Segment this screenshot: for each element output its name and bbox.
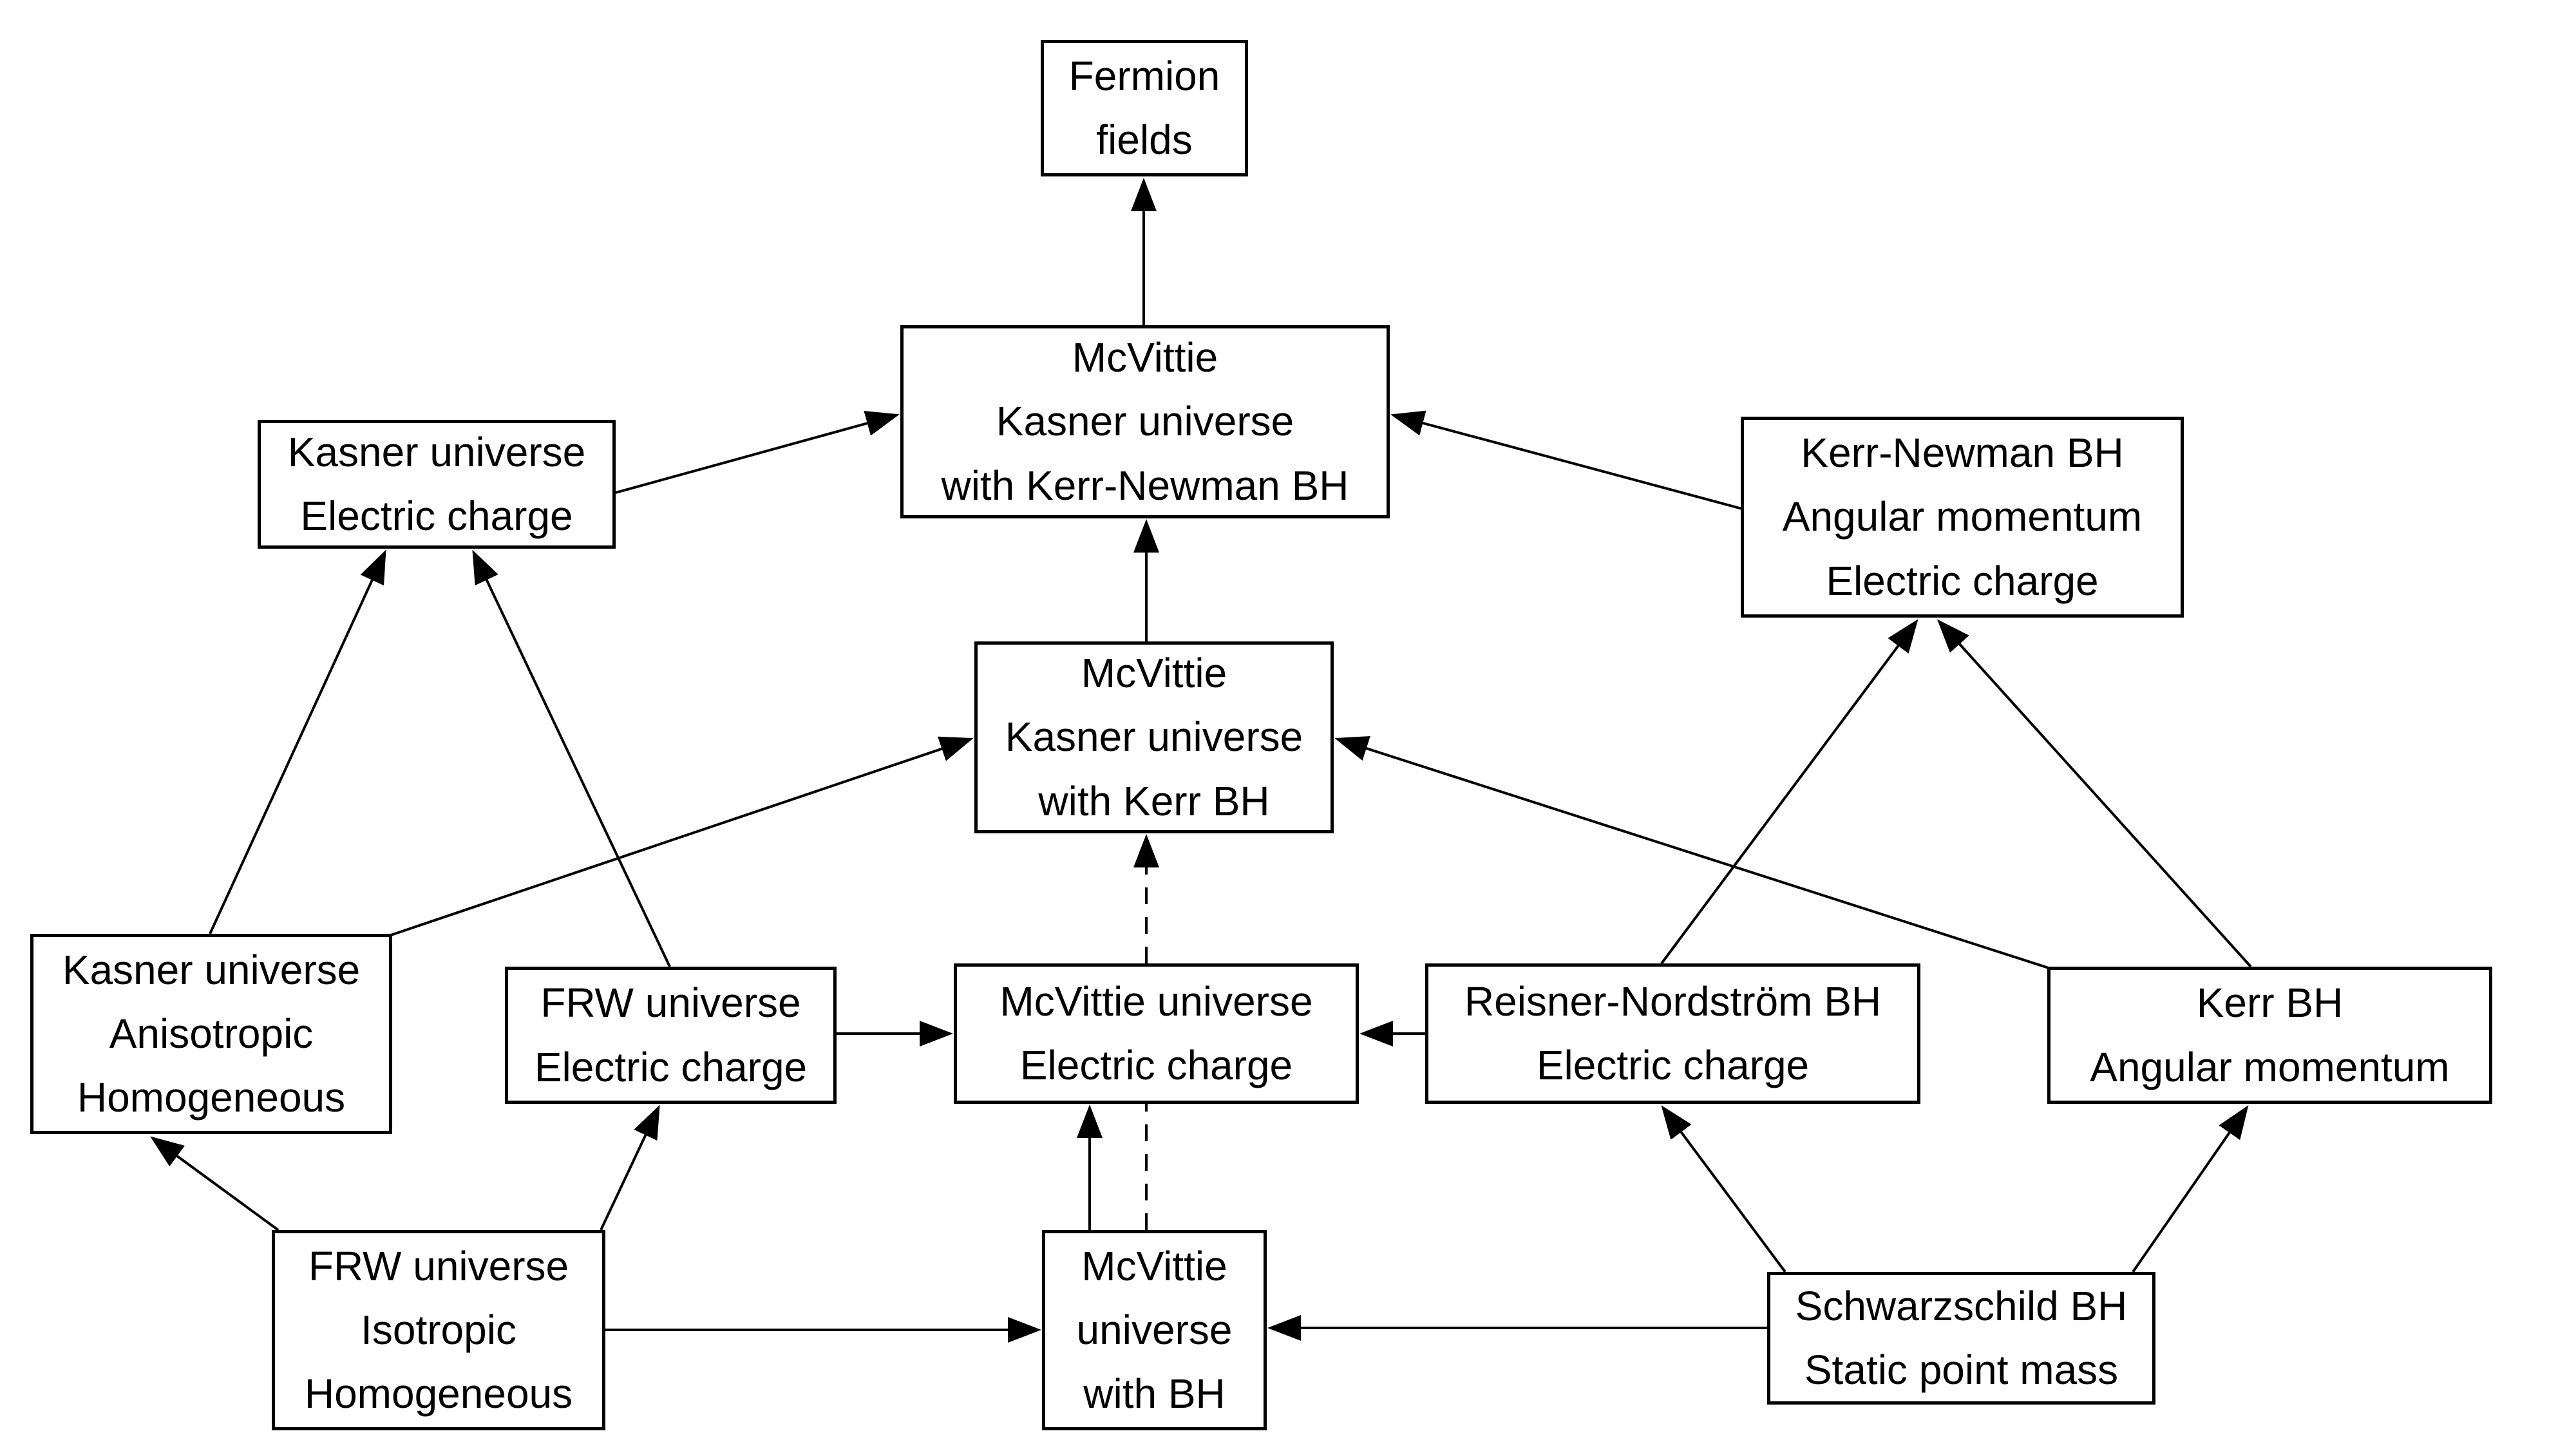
node-kerr-bh: Kerr BH Angular momentum <box>2047 967 2492 1104</box>
node-mcvittie-universe-electric-charge: McVittie universe Electric charge <box>954 963 1359 1104</box>
node-label-frw-electric: FRW universe Electric charge <box>534 980 808 1090</box>
node-label-mcvittie-electric: McVittie universe Electric charge <box>999 978 1313 1088</box>
node-kasner-universe-anisotropic-homogeneous: Kasner universe Anisotropic Homogeneous <box>30 934 392 1134</box>
edge-group <box>150 178 2252 1343</box>
node-label-reisner-nordstrom-bh: Reisner-Nordström BH Electric charge <box>1464 978 1882 1088</box>
edge-schwarzschild-bh-to-kerr-bh <box>2132 1105 2249 1273</box>
node-label-mcvittie-kasner-kerr-newman: McVittie Kasner universe with Kerr-Newma… <box>941 334 1349 509</box>
node-mcvittie-universe-with-bh: McVittie universe with BH <box>1042 1230 1267 1430</box>
edge-kasner-electric-to-mcvittie-kasner-kerr-newman <box>615 410 900 494</box>
node-label-frw-isotropic: FRW universe Isotropic Homogeneous <box>304 1242 573 1417</box>
node-label-kerr-newman-bh: Kerr-Newman BH Angular momentum Electric… <box>1782 430 2143 604</box>
node-mcvittie-kasner-universe-with-kerr-newman-bh: McVittie Kasner universe with Kerr-Newma… <box>900 325 1390 518</box>
edge-kasner-anisotropic-to-kasner-electric <box>209 549 386 934</box>
edge-kerr-bh-to-kerr-newman-bh <box>1937 619 2252 968</box>
edge-schwarzschild-bh-to-reisner-nordstrom-bh <box>1661 1105 1786 1273</box>
node-label-kerr-bh: Kerr BH Angular momentum <box>2090 980 2450 1090</box>
edge-reisner-nordstrom-bh-to-kerr-newman-bh <box>1660 619 1918 965</box>
node-label-mcvittie-kasner-kerr: McVittie Kasner universe with Kerr BH <box>1005 650 1303 824</box>
node-label-kasner-electric: Kasner universe Electric charge <box>287 428 586 539</box>
node-fermion-fields: Fermion fields <box>1041 40 1248 176</box>
node-frw-universe-isotropic-homogeneous: FRW universe Isotropic Homogeneous <box>272 1230 605 1430</box>
node-reisner-nordstrom-bh: Reisner-Nordström BH Electric charge <box>1425 963 1920 1104</box>
edge-frw-isotropic-to-frw-electric <box>600 1104 660 1231</box>
node-mcvittie-kasner-universe-with-kerr-bh: McVittie Kasner universe with Kerr BH <box>974 641 1334 833</box>
node-label-fermion-fields: Fermion fields <box>1068 52 1220 163</box>
node-label-mcvittie-with-bh: McVittie universe with BH <box>1076 1242 1233 1417</box>
edge-kerr-bh-to-mcvittie-kasner-kerr <box>1334 736 2049 969</box>
edge-frw-isotropic-to-kasner-anisotropic <box>150 1136 279 1231</box>
node-kasner-universe-electric-charge: Kasner universe Electric charge <box>258 420 616 549</box>
node-label-schwarzschild-bh: Schwarzschild BH Static point mass <box>1795 1282 2128 1393</box>
node-kerr-newman-bh: Kerr-Newman BH Angular momentum Electric… <box>1741 417 2184 618</box>
edge-kerr-newman-bh-to-mcvittie-kasner-kerr-newman <box>1390 410 1743 510</box>
node-label-kasner-anisotropic: Kasner universe Anisotropic Homogeneous <box>62 946 361 1121</box>
edge-frw-electric-to-kasner-electric <box>472 549 671 967</box>
node-schwarzschild-bh: Schwarzschild BH Static point mass <box>1767 1272 2155 1405</box>
node-frw-universe-electric-charge: FRW universe Electric charge <box>505 967 837 1104</box>
edge-kasner-anisotropic-to-mcvittie-kasner-kerr <box>390 736 974 936</box>
